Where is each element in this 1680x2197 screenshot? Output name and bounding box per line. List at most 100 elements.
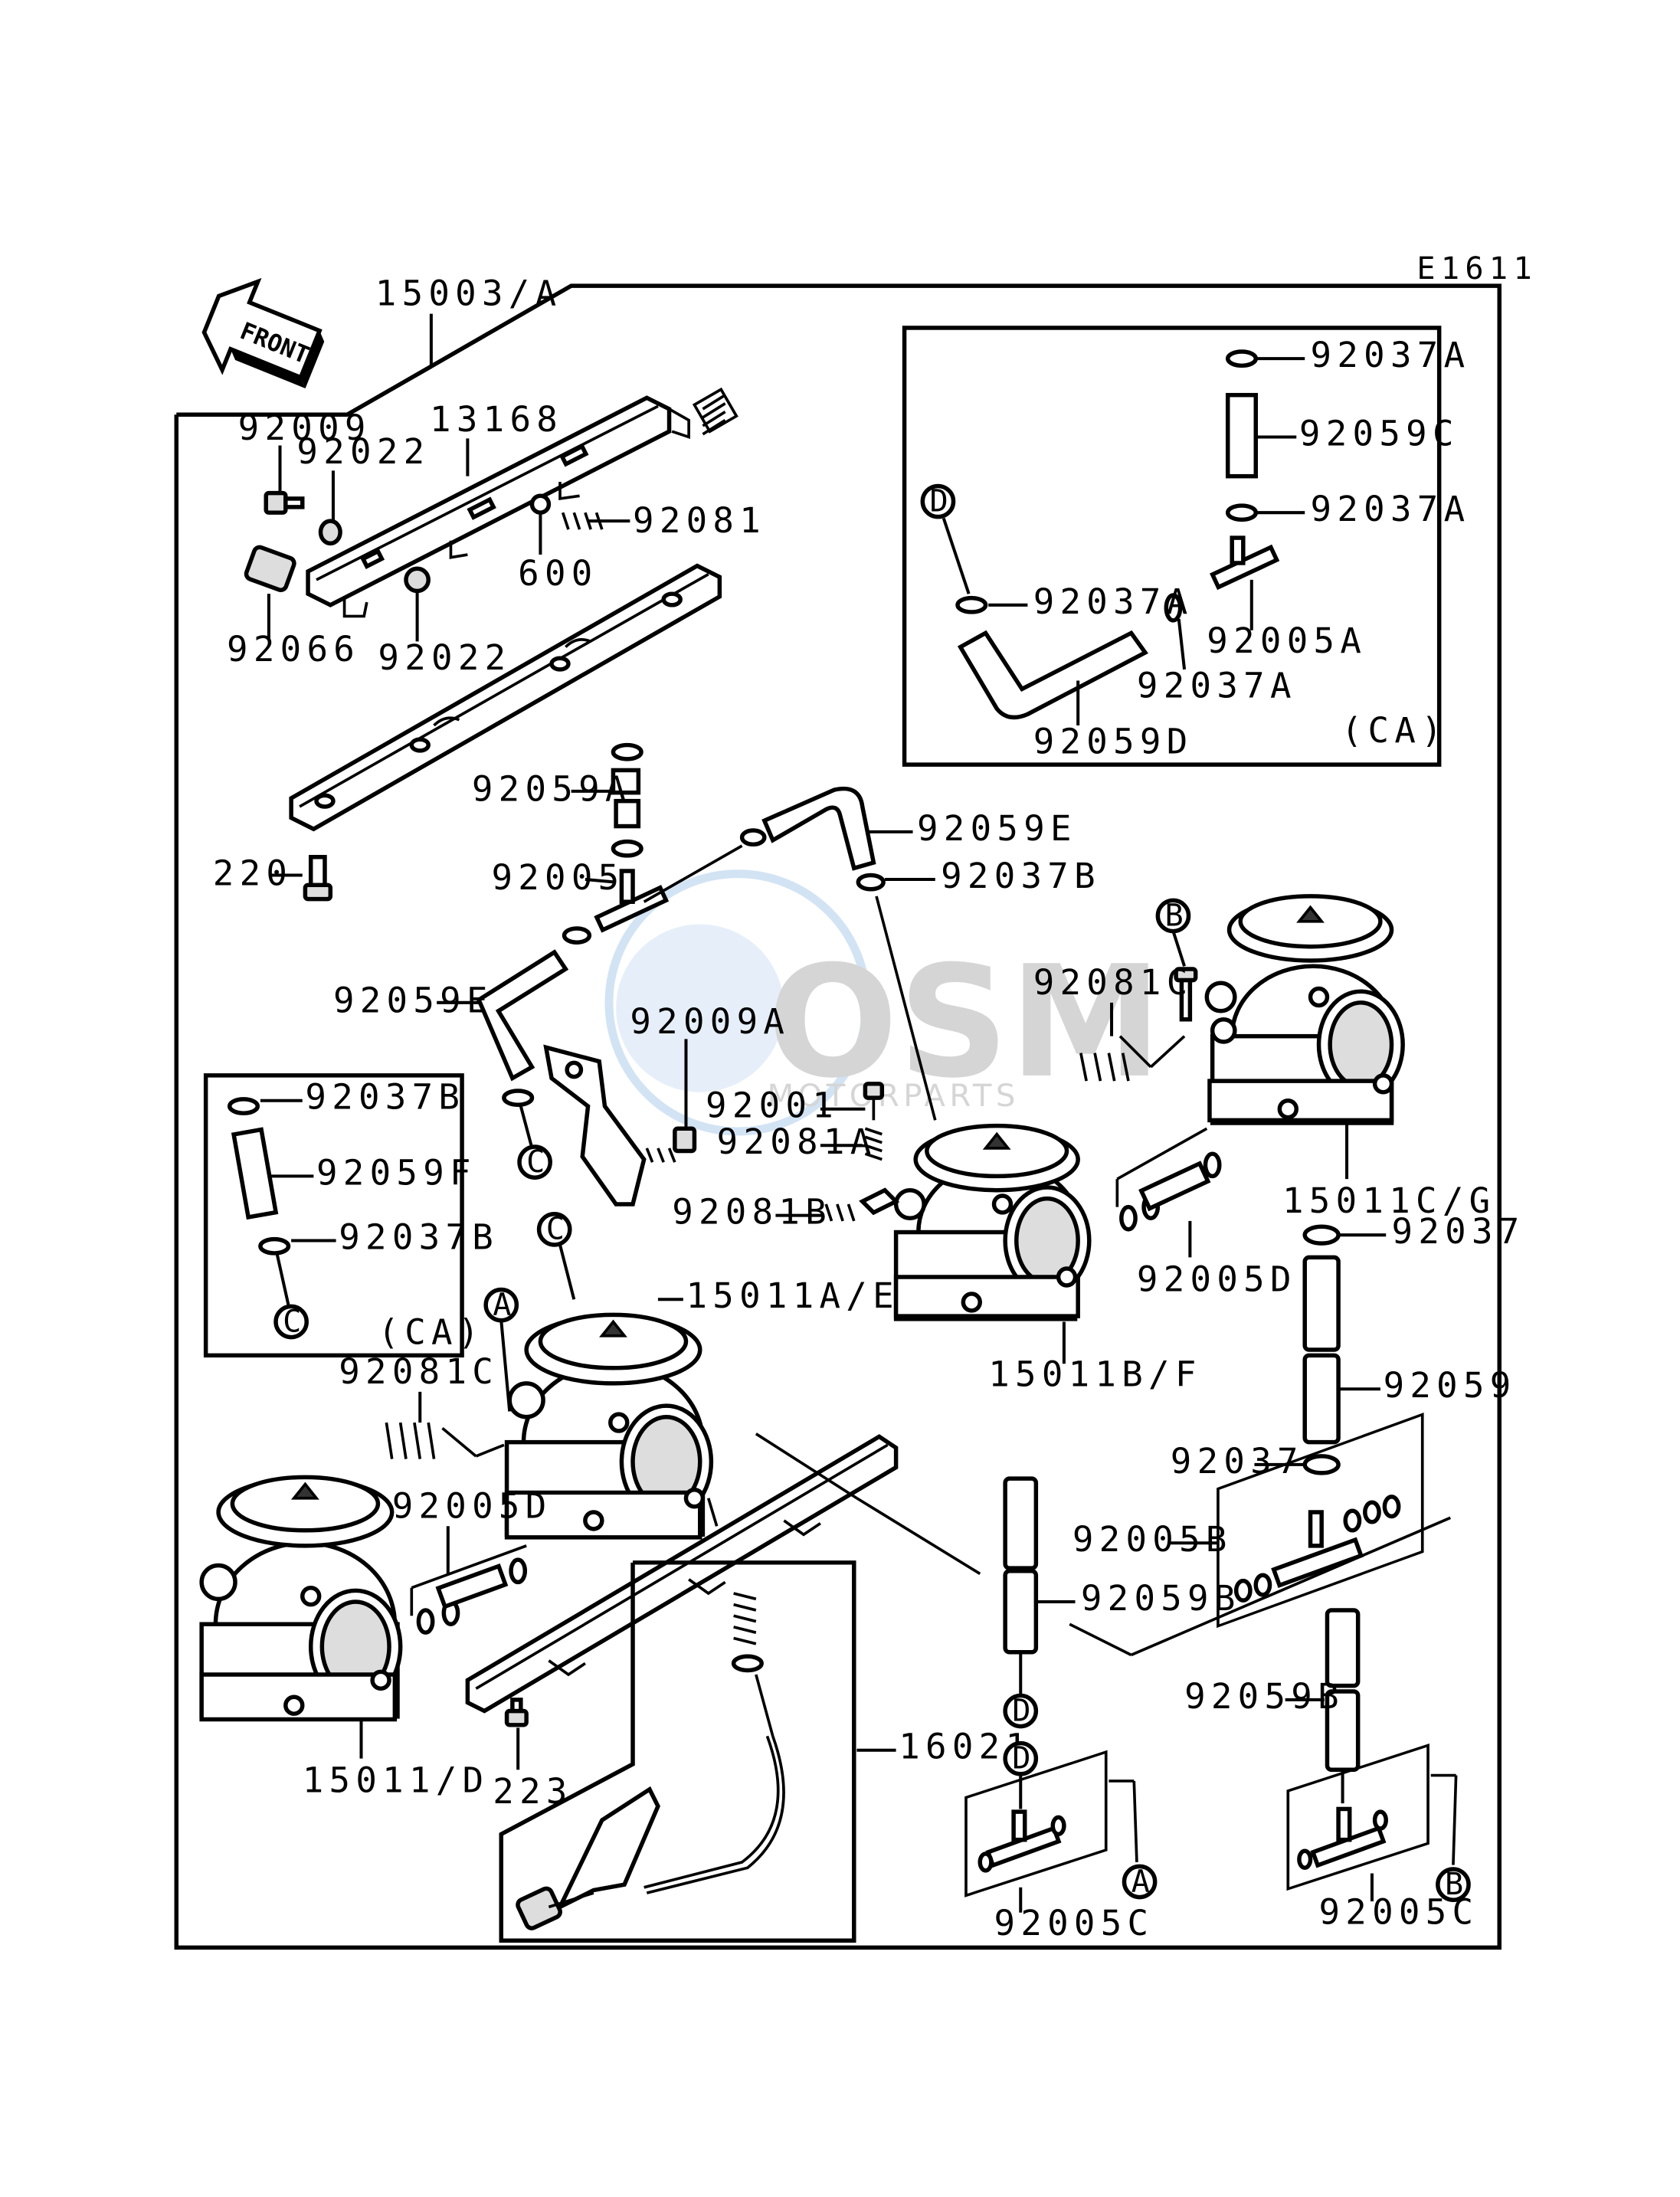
label-92059b-right: 92059B xyxy=(1184,1676,1344,1717)
label-ca-92037a-1: 92037A xyxy=(1311,335,1471,375)
ca-clamp-1 xyxy=(1225,349,1259,368)
label-13168: 13168 xyxy=(430,399,563,440)
spring-92081 xyxy=(561,512,604,530)
label-cs-92059f: 92059F xyxy=(316,1152,476,1193)
cable-box-16021 xyxy=(499,1560,856,1943)
ca-tee-92005a xyxy=(1210,535,1280,591)
svg-text:C: C xyxy=(283,1304,301,1339)
ca-marker-d xyxy=(920,483,956,519)
clamp-92037-right xyxy=(1302,1224,1341,1246)
ca-small-inset-box xyxy=(203,1073,464,1358)
clamp-small-2 xyxy=(739,828,767,847)
screw-92009 xyxy=(264,490,305,515)
washer-92022-bottom xyxy=(404,566,431,594)
label-ca-92059c: 92059C xyxy=(1299,413,1459,453)
label-15011bf: 15011B/F xyxy=(988,1354,1201,1395)
joint-92005d-left xyxy=(416,1557,528,1635)
label-92081c-left: 92081C xyxy=(339,1351,499,1392)
ca-clamp-2 xyxy=(1225,503,1259,522)
label-15003a: 15003/A xyxy=(375,273,562,314)
holder-plate-13168 xyxy=(306,395,690,618)
label-92081c-right: 92081C xyxy=(1033,962,1194,1003)
carburetor-15011cg xyxy=(1204,894,1405,1125)
hose-92059-top xyxy=(1302,1255,1341,1352)
clamp-small xyxy=(562,926,592,945)
washer-92022-top xyxy=(318,519,342,546)
tee-92005 xyxy=(594,844,743,933)
label-92022-top: 92022 xyxy=(296,431,430,472)
label-92005b: 92005B xyxy=(1073,1519,1233,1560)
ca-clamp-4 xyxy=(1164,593,1183,623)
ca-inset-box xyxy=(902,326,1442,767)
bolt-220 xyxy=(303,855,333,902)
label-92005d-right: 92005D xyxy=(1137,1259,1297,1299)
ball-600 xyxy=(529,493,552,515)
label-92059a: 92059A xyxy=(472,769,632,810)
label-92059: 92059 xyxy=(1384,1365,1517,1406)
watermark-subtext: MOTORPARTS xyxy=(767,1079,1019,1114)
hose-92059-bottom xyxy=(1302,1353,1341,1445)
svg-text:C: C xyxy=(546,1212,565,1247)
hose-92059b-mid-bottom xyxy=(1003,1569,1039,1655)
screw-92009a xyxy=(645,1126,697,1163)
svg-text:D: D xyxy=(929,483,948,519)
spring-92081b xyxy=(824,1187,900,1222)
cap-92066 xyxy=(244,545,296,592)
spring-92081c-left xyxy=(385,1422,436,1459)
svg-text:D: D xyxy=(1012,1740,1030,1776)
label-92059e-top: 92059E xyxy=(917,808,1077,849)
spring-92081c-right xyxy=(1079,1053,1130,1082)
marker-d-mid xyxy=(1003,1693,1039,1729)
svg-text:A: A xyxy=(493,1287,511,1322)
label-223: 223 xyxy=(493,1771,572,1812)
label-92005d-left: 92005D xyxy=(392,1485,552,1526)
throttle-link-bar xyxy=(465,1434,899,1714)
screw-b xyxy=(1174,967,1237,1044)
svg-text:C: C xyxy=(526,1144,545,1180)
carburetor-15011d xyxy=(199,1475,403,1722)
hose-92059b-mid-top xyxy=(1003,1476,1039,1570)
clamp-stack xyxy=(611,742,644,858)
screw-223 xyxy=(504,1698,529,1727)
hose-92059e-left xyxy=(476,949,569,1082)
ca-clamp-3 xyxy=(955,595,988,614)
label-220: 220 xyxy=(213,853,293,893)
label-92037-right: 92037 xyxy=(1392,1211,1525,1252)
label-ca-92005a: 92005A xyxy=(1207,620,1367,661)
label-92081b: 92081B xyxy=(672,1192,832,1233)
watermark-text: OSM xyxy=(767,933,1162,1112)
marker-b-bottom xyxy=(1436,1867,1471,1902)
label-92081: 92081 xyxy=(633,500,766,541)
carburetor-15011bf xyxy=(893,1123,1092,1321)
label-92059b-mid: 92059B xyxy=(1081,1578,1241,1619)
cs-clamp-2 xyxy=(258,1236,291,1256)
joint-92005c-right xyxy=(1286,1744,1429,1891)
hose-92059b-right-top xyxy=(1325,1608,1361,1688)
label-92059e-left: 92059E xyxy=(333,981,493,1021)
throttle-cable-16021 xyxy=(516,1592,785,1930)
bracket-92009a xyxy=(543,1044,647,1207)
label-600: 600 xyxy=(518,553,598,594)
cs-hose-92059f xyxy=(231,1127,279,1220)
label-ca-92059d: 92059D xyxy=(1033,722,1194,762)
cs-clamp-1 xyxy=(227,1097,260,1115)
svg-text:B: B xyxy=(1445,1867,1463,1902)
screw-92001 xyxy=(863,1082,885,1121)
holder-plate-lower xyxy=(289,563,722,832)
hose-92059e-top xyxy=(761,786,876,871)
joint-92005d-right xyxy=(1119,1151,1222,1232)
marker-a-carb xyxy=(483,1287,519,1323)
diagram-code: E1611 xyxy=(1416,251,1538,286)
label-92066: 92066 xyxy=(227,629,360,670)
joint-92005c-mid xyxy=(964,1750,1108,1897)
clamp-c xyxy=(502,1089,535,1107)
marker-c-mid xyxy=(517,1144,552,1180)
carburetor-15011ae xyxy=(504,1312,714,1540)
marker-c-inset xyxy=(273,1304,309,1340)
ca-hose-92059d xyxy=(957,630,1148,720)
marker-c-carb xyxy=(536,1212,572,1247)
label-92037-mid: 92037 xyxy=(1171,1441,1304,1482)
label-cs-92037b-1: 92037B xyxy=(305,1077,465,1118)
label-ca-92037a-4: 92037A xyxy=(1137,665,1297,706)
label-92022-bottom: 92022 xyxy=(378,637,511,678)
